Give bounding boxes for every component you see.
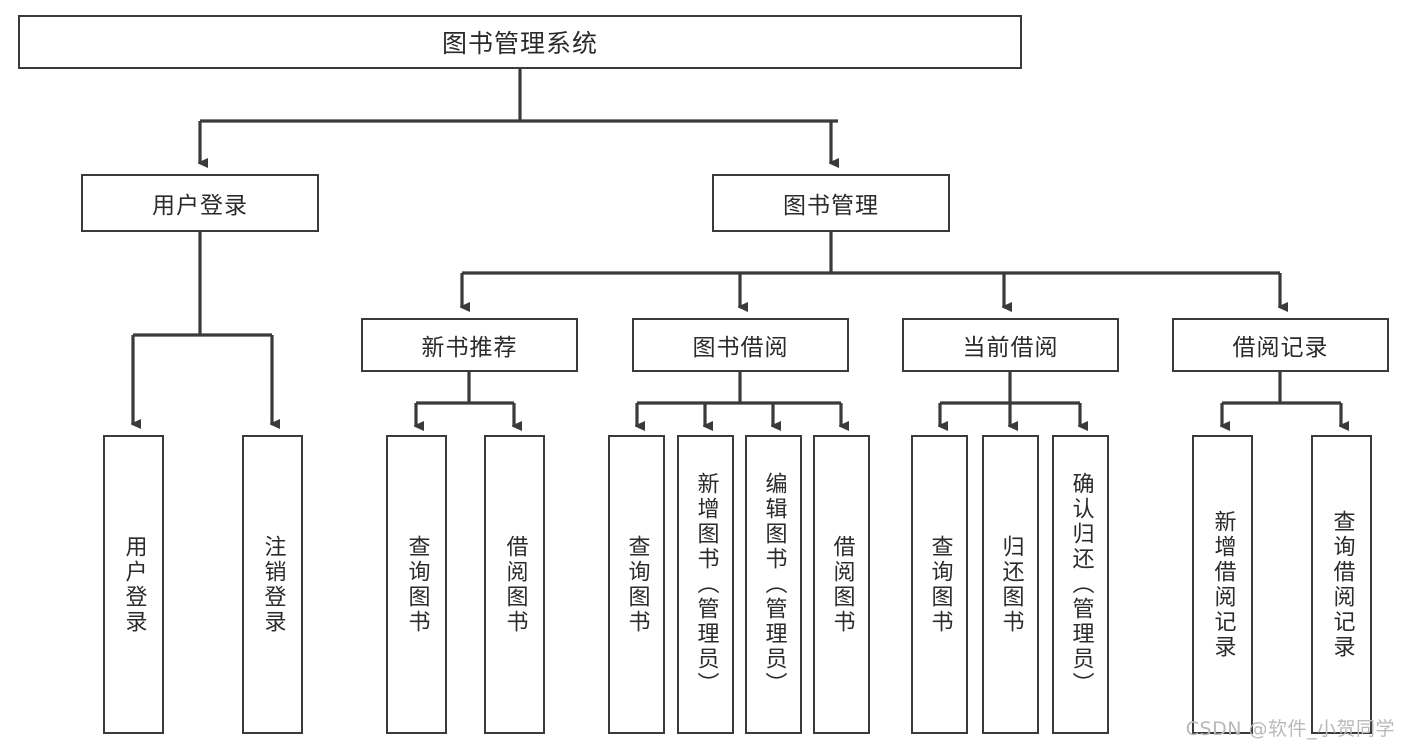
leaf-add-book-admin[interactable]: 新增图书（管理员）: [677, 435, 734, 734]
node-borrow-records-label: 借阅记录: [1232, 335, 1329, 361]
node-new-book-recommend-label: 新书推荐: [421, 335, 518, 361]
leaf-user-login-label: 用户登录: [121, 534, 147, 635]
watermark-text: CSDN @软件_小贺同学: [1185, 718, 1395, 740]
node-book-management[interactable]: 图书管理: [712, 174, 950, 232]
leaf-edit-book-admin-label: 编辑图书（管理员）: [761, 472, 787, 697]
leaf-user-login[interactable]: 用户登录: [103, 435, 164, 734]
leaf-confirm-return-admin[interactable]: 确认归还（管理员）: [1052, 435, 1109, 734]
leaf-query-book-recommend[interactable]: 查询图书: [386, 435, 447, 734]
node-user-login-label: 用户登录: [152, 193, 248, 219]
leaf-borrow-book-recommend[interactable]: 借阅图书: [484, 435, 545, 734]
leaf-edit-book-admin[interactable]: 编辑图书（管理员）: [745, 435, 802, 734]
leaf-query-book-recommend-label: 查询图书: [404, 534, 430, 635]
node-book-borrow-label: 图书借阅: [692, 335, 789, 361]
node-current-borrow-label: 当前借阅: [962, 335, 1059, 361]
leaf-query-book-borrow-label: 查询图书: [624, 534, 650, 635]
leaf-query-borrow-record[interactable]: 查询借阅记录: [1311, 435, 1372, 734]
leaf-borrow-book-recommend-label: 借阅图书: [502, 534, 528, 635]
leaf-return-book-label: 归还图书: [998, 534, 1024, 635]
leaf-query-book-borrow[interactable]: 查询图书: [608, 435, 665, 734]
node-book-borrow[interactable]: 图书借阅: [632, 318, 849, 372]
node-current-borrow[interactable]: 当前借阅: [902, 318, 1119, 372]
leaf-add-borrow-record-label: 新增借阅记录: [1210, 509, 1236, 660]
leaf-return-book[interactable]: 归还图书: [982, 435, 1039, 734]
leaf-add-borrow-record[interactable]: 新增借阅记录: [1192, 435, 1253, 734]
leaf-user-logout[interactable]: 注销登录: [242, 435, 303, 734]
node-root[interactable]: 图书管理系统: [18, 15, 1022, 69]
leaf-borrow-book[interactable]: 借阅图书: [813, 435, 870, 734]
node-root-label: 图书管理系统: [441, 29, 598, 58]
leaf-user-logout-label: 注销登录: [260, 534, 286, 635]
node-book-management-label: 图书管理: [783, 193, 879, 219]
leaf-query-book-current-label: 查询图书: [927, 534, 953, 635]
leaf-add-book-admin-label: 新增图书（管理员）: [693, 472, 719, 697]
leaf-borrow-book-label: 借阅图书: [829, 534, 855, 635]
node-borrow-records[interactable]: 借阅记录: [1172, 318, 1389, 372]
node-user-login[interactable]: 用户登录: [81, 174, 319, 232]
node-new-book-recommend[interactable]: 新书推荐: [361, 318, 578, 372]
leaf-query-book-current[interactable]: 查询图书: [911, 435, 968, 734]
leaf-confirm-return-admin-label: 确认归还（管理员）: [1068, 472, 1094, 697]
leaf-query-borrow-record-label: 查询借阅记录: [1329, 509, 1355, 660]
